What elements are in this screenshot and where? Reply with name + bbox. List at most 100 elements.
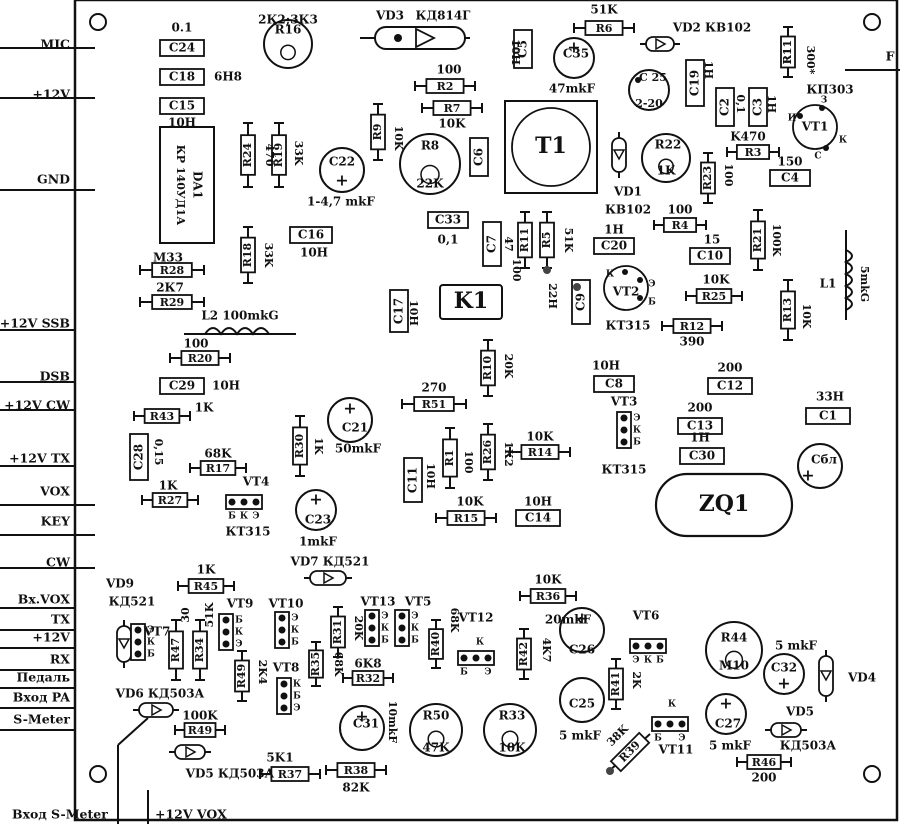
value-R46: 200 [751, 771, 776, 785]
value-C13: 200 [687, 401, 712, 415]
value-C20: 1Н [604, 223, 624, 237]
value-R23: 100 [722, 164, 735, 187]
value-VD9: КД521 [109, 595, 156, 609]
value-C33: 0,1 [438, 233, 459, 247]
capacitor-C8 [593, 375, 635, 393]
resistor-ref-R30: R30 [293, 433, 306, 458]
mounting-hole [89, 13, 107, 31]
diode-symbol [117, 638, 131, 650]
value-R10: 20K [502, 354, 515, 379]
value-C10: 15 [704, 233, 721, 247]
resistor-R17 [199, 460, 237, 476]
pin-letter: Э [633, 414, 640, 424]
ref-VD5: VD5 КД503А [185, 767, 275, 781]
trimmer-R8 [399, 133, 461, 195]
resistor-R43 [143, 408, 181, 424]
elcap-C22 [319, 147, 365, 193]
value-C27: 5 mkF [709, 739, 752, 753]
value-R5: 51K [562, 228, 575, 253]
value-R18: 33K [262, 243, 275, 268]
diode-symbol [655, 37, 667, 51]
capacitor-C11 [403, 457, 423, 503]
signal-label-F: F [886, 49, 895, 64]
pin-letter: Б [633, 438, 641, 448]
ref-C32: C32 [771, 661, 797, 675]
value-R30: 1K [312, 437, 325, 455]
pin [368, 612, 376, 620]
resistor-R32 [351, 670, 385, 686]
value-R14: 10K [526, 430, 554, 444]
capacitor-ref-C4: C4 [781, 171, 799, 185]
resistor-R6 [584, 20, 624, 36]
ref-VD7: VD7 КД521 [290, 555, 370, 569]
resistor-ref-R14: R14 [528, 446, 553, 459]
pin-letter: З [821, 96, 828, 106]
resistor-R18 [240, 236, 256, 274]
ref-C25: C25 [569, 697, 595, 711]
resistor-R29 [151, 294, 193, 310]
capacitor-ref-C33: C33 [435, 213, 461, 227]
value-VD3: КД814Г [416, 9, 472, 23]
value-R27: 1K [159, 479, 178, 493]
resistor-R27 [151, 492, 189, 508]
ref-VT5: VT5 [404, 595, 432, 609]
resistor-R45 [187, 578, 225, 594]
resistor-R15 [446, 510, 486, 526]
pin [654, 720, 662, 728]
signal-label-vpa: Вход PA [13, 690, 71, 705]
resistor-R3 [735, 144, 771, 160]
resistor-ref-R11: R11 [518, 228, 531, 252]
value-VD5a: КД503А [780, 739, 837, 753]
diode-symbol [185, 745, 197, 759]
ref-VT9: VT9 [226, 597, 254, 611]
pin [797, 113, 803, 119]
elcap-C35 [553, 37, 595, 79]
value-R1: 100 [462, 451, 475, 474]
pin [394, 34, 402, 42]
value-C30: 1Н [690, 431, 710, 445]
value-C7: 47 [502, 236, 515, 251]
board-outline [73, 0, 899, 822]
resistor-R51 [413, 396, 455, 412]
value-R47: 30 [179, 607, 192, 623]
ref-VT11: VT11 [658, 743, 694, 757]
pin [620, 438, 628, 446]
capacitor-C12 [707, 377, 753, 395]
capacitor-C9 [571, 279, 591, 325]
diode-symbol [323, 571, 335, 585]
resistor-ref-R3: R3 [745, 146, 762, 159]
pin-letter: К [381, 624, 390, 634]
ref-C22: C22 [329, 155, 355, 169]
resistor-ref-R32: R32 [356, 672, 380, 685]
capacitor-C24 [159, 39, 205, 57]
ref-VD1: VD1 [613, 185, 642, 199]
resistor-R28 [151, 262, 193, 278]
value-R45: 1K [197, 563, 216, 577]
pin-letter: Б [460, 668, 468, 678]
value-R42: 4K7 [540, 638, 553, 663]
value-C31: 10mkF [386, 701, 399, 744]
capacitor-ref-C10: C10 [697, 249, 723, 263]
pin-letter: Э [235, 640, 242, 650]
ref-VD2: VD2 КВ102 [672, 21, 751, 35]
capacitor-C17 [389, 289, 409, 333]
ref-R22: R22 [655, 138, 682, 152]
pin [222, 640, 230, 648]
pin-letter: К [147, 638, 156, 648]
test-point [543, 266, 551, 274]
resistor-R39 [609, 731, 651, 773]
trimmer-wiper [501, 730, 519, 748]
resistor-ref-R34: R34 [193, 637, 206, 662]
ref-VT8: VT8 [272, 661, 300, 675]
value-C1: 33Н [816, 390, 844, 404]
mounting-hole [89, 765, 107, 783]
trimmer-wiper [280, 44, 296, 61]
resistor-R26 [480, 433, 496, 471]
capacitor-C13 [677, 417, 723, 435]
capacitor-ref-C1: C1 [819, 409, 837, 423]
ref-VT1: VT1 [801, 120, 829, 134]
resistor-R25 [695, 288, 733, 304]
wire [117, 717, 149, 746]
resistor-R12 [672, 318, 712, 334]
capacitor-ref-C24: C24 [169, 41, 195, 55]
